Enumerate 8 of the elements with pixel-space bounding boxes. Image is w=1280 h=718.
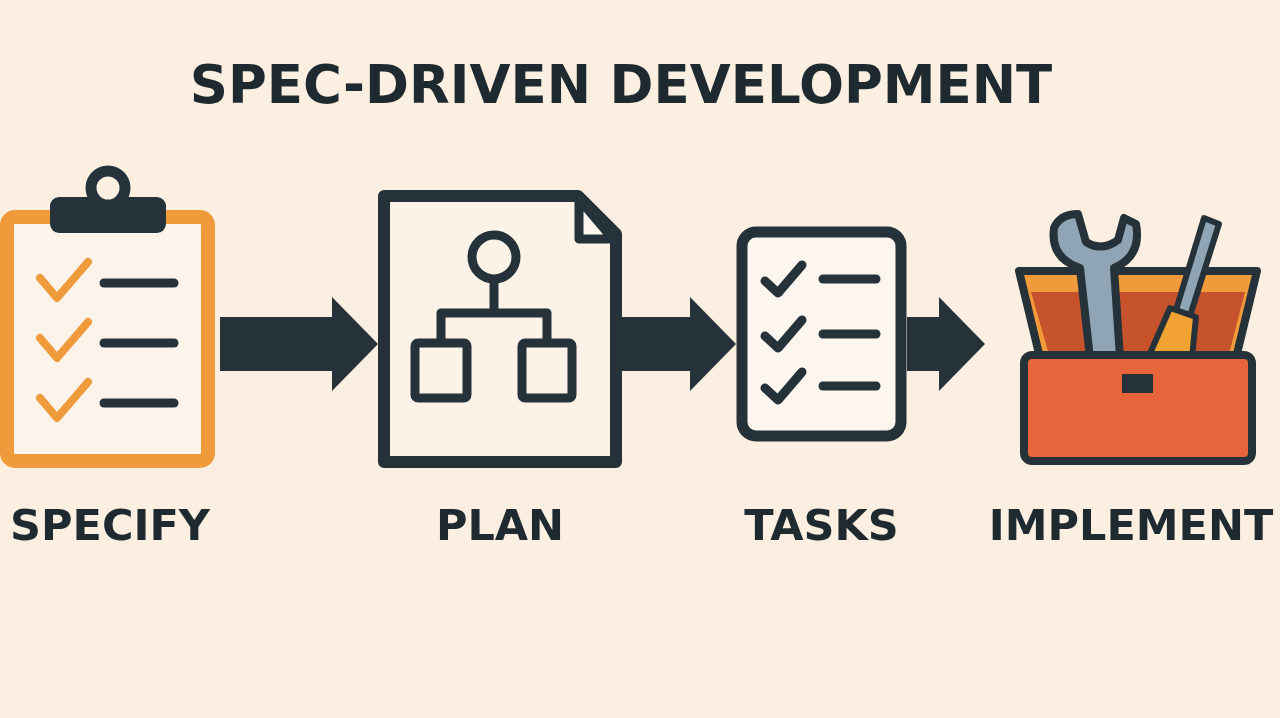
block-arrow	[907, 297, 985, 391]
step-label: IMPLEMENT	[988, 502, 1274, 550]
step-label: PLAN	[435, 502, 565, 550]
step-label: SPECIFY	[10, 502, 210, 550]
diagram-title: SPEC-DRIVEN DEVELOPMENT	[189, 56, 1053, 115]
block-arrow	[220, 297, 378, 391]
block-arrow	[622, 297, 736, 391]
step-label: TASKS	[744, 502, 899, 550]
